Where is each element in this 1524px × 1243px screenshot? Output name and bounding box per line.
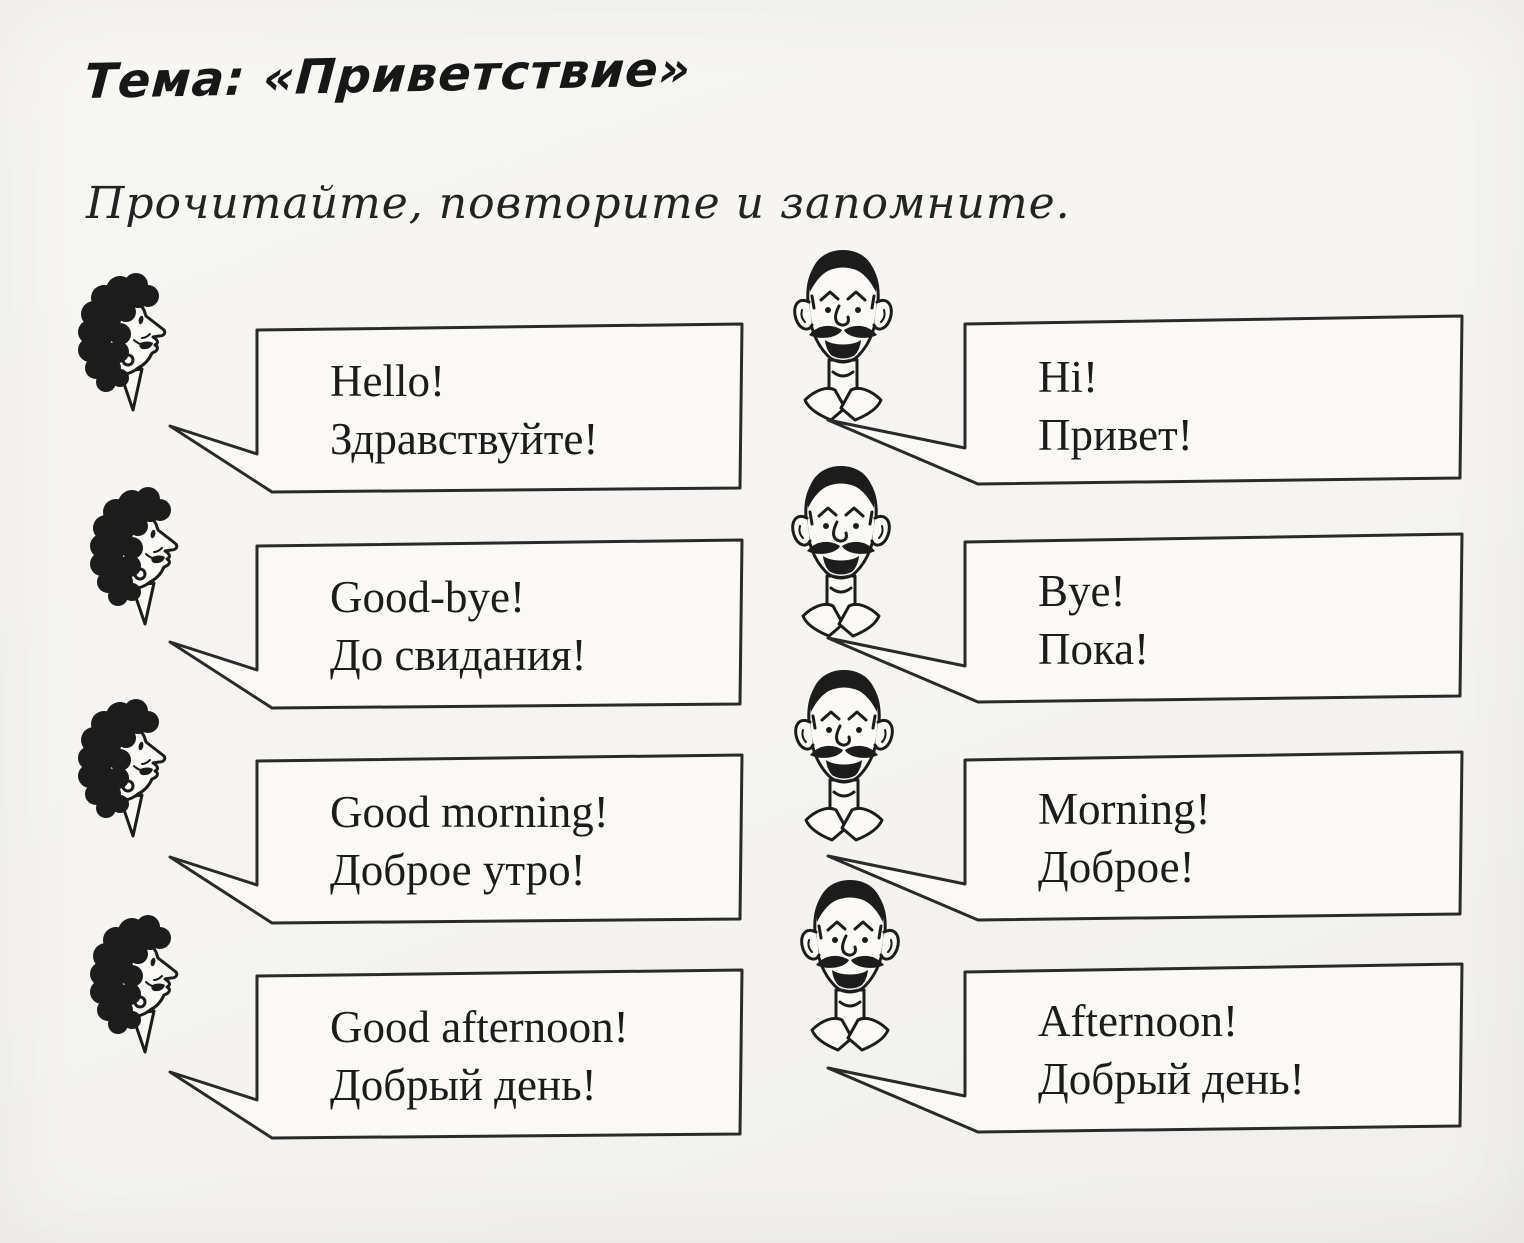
phrase-russian: Добрый день!	[1038, 1054, 1305, 1104]
phrase-woman-4: Good afternoon! Добрый день!	[330, 998, 629, 1114]
phrase-english: Good-bye!	[330, 572, 525, 622]
phrase-english: Bye!	[1038, 566, 1126, 616]
phrase-russian: Добрый день!	[330, 1060, 597, 1110]
phrase-english: Good afternoon!	[330, 1002, 629, 1052]
phrase-man-1: Hi! Привет!	[1038, 348, 1193, 464]
phrase-man-2: Bye! Пока!	[1038, 562, 1149, 678]
phrase-english: Hi!	[1038, 352, 1098, 402]
phrase-russian: До свидания!	[330, 630, 587, 680]
phrase-russian: Привет!	[1038, 410, 1193, 460]
phrase-russian: Доброе утро!	[330, 845, 586, 895]
phrase-woman-3: Good morning! Доброе утро!	[330, 783, 609, 899]
phrase-english: Morning!	[1038, 784, 1211, 834]
phrase-english: Hello!	[330, 356, 445, 406]
phrase-man-3: Morning! Доброе!	[1038, 780, 1211, 896]
page-title: Тема: «Приветствие»	[82, 41, 693, 110]
phrase-russian: Пока!	[1038, 624, 1150, 674]
phrase-english: Afternoon!	[1038, 996, 1238, 1046]
phrase-russian: Доброе!	[1038, 842, 1195, 892]
phrase-woman-1: Hello! Здравствуйте!	[330, 352, 598, 468]
phrase-english: Good morning!	[330, 787, 609, 837]
phrase-russian: Здравствуйте!	[330, 414, 599, 464]
phrase-man-4: Afternoon! Добрый день!	[1038, 992, 1305, 1108]
phrase-woman-2: Good-bye! До свидания!	[330, 568, 586, 684]
instruction-text: Прочитайте, повторите и запомните.	[86, 178, 1071, 229]
